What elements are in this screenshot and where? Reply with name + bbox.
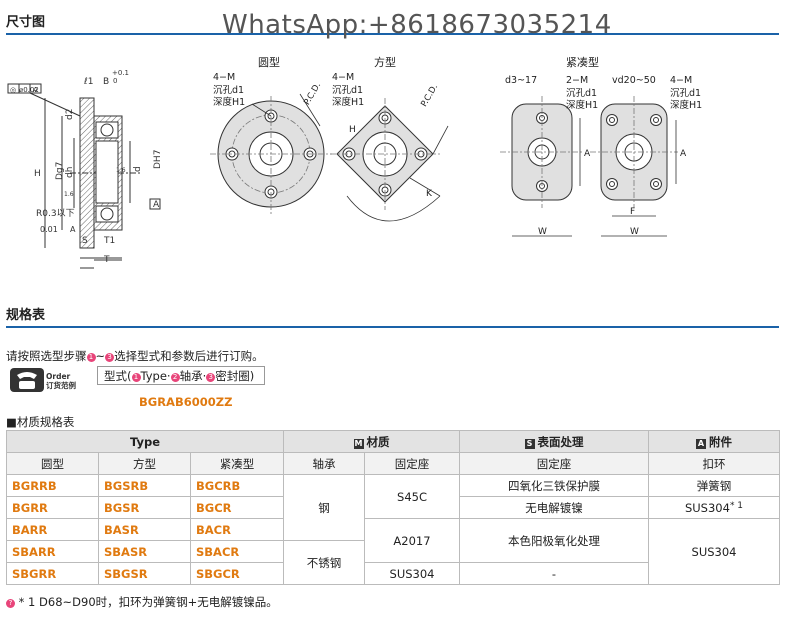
table-row: BGRR BGSR BGCR 无电解镀镍 SUS304* 1 <box>6 496 780 519</box>
watermark-text: WhatsApp:+8618673035214 <box>222 10 612 40</box>
step-1-icon: 1 <box>86 353 96 362</box>
square-type-label: 方型 <box>374 55 396 69</box>
compact-type-diagram: 紧凑型 d3~17 2−M 沉孔d1 深度H1 A W vd20~50 4−M … <box>500 55 702 237</box>
order-example-code: BGRAB6000ZZ <box>139 395 233 409</box>
spec-section-rule <box>6 326 779 328</box>
bearing-steel-cell: 钢 <box>283 474 365 541</box>
surface-icon: S <box>524 438 535 449</box>
svg-text:P.C.D.: P.C.D. <box>302 81 323 107</box>
svg-text:vd20~50: vd20~50 <box>612 75 656 86</box>
dim-H: H <box>34 169 41 179</box>
table-row: BGRRB BGSRB BGCRB 钢 S45C 四氧化三铁保护膜 弹簧钢 <box>6 474 780 541</box>
svg-text:沉孔d1: 沉孔d1 <box>566 88 597 99</box>
footnote-icon: ? <box>6 599 15 608</box>
svg-text:1.6: 1.6 <box>116 167 126 174</box>
holder-a2017-cell: A2017 <box>364 518 460 563</box>
svg-text:沉孔d1: 沉孔d1 <box>670 88 701 99</box>
dim-B: B <box>103 77 109 87</box>
round-type-label: 圆型 <box>258 55 280 69</box>
dim-Dg7: Dg7 <box>55 162 65 180</box>
svg-text:H: H <box>349 125 356 135</box>
svg-text:2−M: 2−M <box>566 75 588 86</box>
svg-text:d3~17: d3~17 <box>505 75 537 86</box>
svg-text:W: W <box>538 227 547 237</box>
concentricity-label: ⌀0.02 <box>19 86 39 94</box>
table-caption: ■材质规格表 <box>6 415 75 429</box>
svg-text:A: A <box>680 149 687 159</box>
svg-text:深度H1: 深度H1 <box>670 99 702 111</box>
svg-text:W: W <box>630 227 639 237</box>
table-row: BARR BASR BACR A2017 本色阳极氧化处理 SUS304 <box>6 518 780 585</box>
svg-text:深度H1: 深度H1 <box>332 96 364 108</box>
dim-l1: ℓ1 <box>83 77 93 87</box>
subheader-square: 方型 <box>98 452 191 475</box>
subheader-bearing: 轴承 <box>283 452 365 475</box>
subheader-surface-holder: 固定座 <box>459 452 649 475</box>
svg-text:4−M: 4−M <box>332 72 354 83</box>
svg-text:+0.1: +0.1 <box>112 69 129 77</box>
dim-T1: T1 <box>103 236 115 246</box>
dim-DH7: DH7 <box>153 150 163 169</box>
subheader-retaining-ring: 扣环 <box>648 452 780 475</box>
subheader-round: 圆型 <box>6 452 99 475</box>
svg-text:0: 0 <box>113 77 117 85</box>
flatness-label: 0.01 <box>40 225 58 234</box>
dimension-diagrams: ◎ ⌀0.02 A H Dg7 dh d2 d DH7 ℓ1 B +0.1 0 … <box>7 55 702 269</box>
dimension-section-rule <box>6 33 779 35</box>
compact-type-label: 紧凑型 <box>566 55 599 69</box>
svg-text:P.C.D.: P.C.D. <box>419 83 440 109</box>
footnote: ? * 1 D68~D90时，扣环为弹簧钢+无电解镀镍品。 <box>6 594 278 610</box>
svg-text:4−M: 4−M <box>213 72 235 83</box>
order-phone-icon <box>10 368 44 392</box>
round-type-diagram: 圆型 4−M 沉孔d1 深度H1 P.C.D. <box>210 55 332 214</box>
table-row: SBARR SBASR SBACR 不锈钢 <box>6 540 780 585</box>
step-3-icon: 3 <box>105 353 115 362</box>
svg-text:沉孔d1: 沉孔d1 <box>213 85 244 96</box>
svg-text:沉孔d1: 沉孔d1 <box>332 85 363 96</box>
bearing-step-icon: 2 <box>170 373 180 382</box>
datum-a: A <box>153 200 160 210</box>
dim-T: T <box>103 255 110 265</box>
svg-text:深度H1: 深度H1 <box>213 96 245 108</box>
material-icon: M <box>353 438 364 449</box>
dim-d: d <box>133 166 143 172</box>
spec-section-title: 规格表 <box>6 308 46 323</box>
accessory-icon: A <box>696 438 706 449</box>
svg-text:K: K <box>426 189 433 199</box>
type-step-icon: 1 <box>131 373 141 382</box>
dim-dh: dh <box>65 167 75 178</box>
bearing-stainless-cell: 不锈钢 <box>283 540 365 585</box>
r03-label: R0.3以下 <box>36 209 75 219</box>
svg-text:◎: ◎ <box>10 86 16 94</box>
svg-text:F: F <box>630 207 635 217</box>
svg-text:1.6: 1.6 <box>64 191 74 198</box>
svg-text:深度H1: 深度H1 <box>566 99 598 111</box>
dim-S: S <box>82 236 88 246</box>
svg-text:A: A <box>584 149 591 159</box>
table-row: SBGRR SBGSR SBGCR SUS304 - <box>6 562 780 585</box>
side-section-view: ◎ ⌀0.02 A <box>7 83 161 269</box>
svg-text:A: A <box>70 225 76 234</box>
dim-d2: d2 <box>65 109 75 120</box>
seal-step-icon: 3 <box>206 373 216 382</box>
subheader-compact: 紧凑型 <box>190 452 284 475</box>
svg-text:4−M: 4−M <box>670 75 692 86</box>
svg-text:A: A <box>33 86 38 94</box>
square-type-diagram: 方型 4−M 沉孔d1 深度H1 P.C.D. H K <box>330 55 449 222</box>
header-type: Type <box>6 430 284 453</box>
subheader-holder: 固定座 <box>364 452 460 475</box>
dimension-section-title: 尺寸图 <box>6 15 46 30</box>
holder-s45c-cell: S45C <box>364 474 460 519</box>
order-label: Order 订货范例 <box>46 372 76 390</box>
